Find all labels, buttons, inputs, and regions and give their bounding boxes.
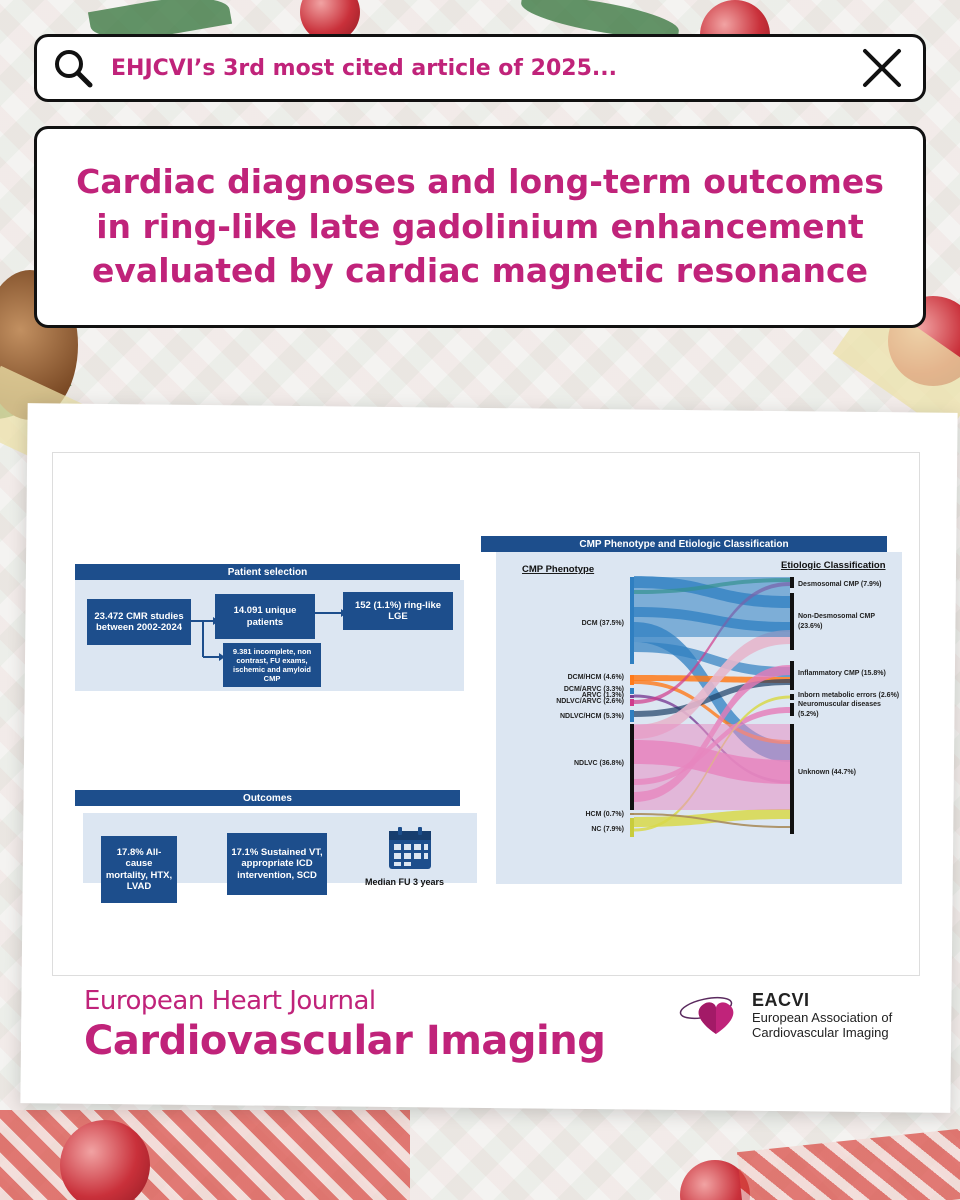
- sankey-right-node: [790, 593, 794, 650]
- sankey-left-label: NC (7.9%): [591, 826, 624, 833]
- sankey-right-label: Inborn metabolic errors (2.6%): [798, 692, 899, 699]
- eacvi-heart-logo-icon: [679, 996, 734, 1034]
- graphical-abstract: Patient selection 23.472 CMR studies bet…: [52, 452, 920, 976]
- sankey-left-label: ARVC (1.3%): [582, 692, 624, 699]
- sankey-left-label: DCM (37.5%): [582, 620, 624, 627]
- sankey-right-node: [790, 577, 794, 588]
- excluded-box: 9.381 incomplete, non contrast, FU exams…: [223, 643, 321, 687]
- sankey-flow: [634, 577, 790, 637]
- headline-box: Cardiac diagnoses and long-term outcomes…: [34, 126, 926, 328]
- journal-wordmark: European Heart Journal Cardiovascular Im…: [84, 986, 606, 1064]
- sankey-left-label: DCM/ARVC (3.3%): [564, 686, 624, 693]
- sankey-left-node: [630, 813, 634, 815]
- sankey-header: CMP Phenotype and Etiologic Classificati…: [481, 536, 887, 552]
- sankey-flow: [634, 582, 790, 704]
- sankey-flow: [634, 622, 790, 762]
- flow-arrows: [191, 609, 347, 661]
- article-title: Cardiac diagnoses and long-term outcomes…: [76, 160, 884, 295]
- sankey-flow: [634, 724, 790, 810]
- calendar-icon: [389, 827, 431, 869]
- sankey-left-label: NDLVC/ARVC (2.6%): [556, 698, 624, 705]
- ring-like-lge-box: 152 (1.1%) ring-like LGE: [343, 592, 453, 630]
- sankey-flow: [634, 680, 790, 744]
- sankey-flow: [634, 679, 790, 717]
- ornament-icon: [60, 1120, 150, 1200]
- eacvi-name-line: Cardiovascular Imaging: [752, 1024, 889, 1040]
- eacvi-logo-block: EACVI European Association of Cardiovasc…: [676, 990, 892, 1041]
- article-title-line: in ring-like late gadolinium enhancement: [96, 206, 864, 246]
- sankey-right-label: (5.2%): [798, 711, 819, 718]
- close-icon[interactable]: [859, 45, 905, 91]
- sankey-flow: [634, 630, 790, 739]
- search-bar[interactable]: EHJCVI’s 3rd most cited article of 2025.…: [34, 34, 926, 102]
- mortality-outcome-box: 17.8% All-cause mortality, HTX, LVAD: [101, 836, 177, 903]
- unique-patients-box: 14.091 unique patients: [215, 594, 315, 639]
- eacvi-name-line: European Association of: [752, 1010, 893, 1025]
- sankey-flow: [634, 809, 790, 827]
- sankey-right-label: (23.6%): [798, 623, 823, 630]
- sankey-left-label: NDLVC/HCM (5.3%): [560, 713, 624, 720]
- sankey-right-label: Unknown (44.7%): [798, 769, 856, 776]
- sankey-right-node: [790, 703, 794, 716]
- sankey-right-label: Non-Desmosomal CMP: [798, 613, 875, 620]
- cmr-studies-box: 23.472 CMR studies between 2002-2024: [87, 599, 191, 645]
- sankey-left-node: [630, 818, 634, 837]
- article-title-line: Cardiac diagnoses and long-term outcomes: [76, 161, 884, 201]
- sankey-right-node: [790, 694, 794, 700]
- sankey-right-label: Inflammatory CMP (15.8%): [798, 670, 886, 677]
- median-fu-label: Median FU 3 years: [365, 877, 445, 887]
- sankey-left-node: [630, 710, 634, 722]
- search-query[interactable]: EHJCVI’s 3rd most cited article of 2025.…: [111, 55, 617, 81]
- sankey-left-node: [630, 695, 634, 698]
- patient-selection-header: Patient selection: [75, 564, 460, 580]
- sankey-right-title: Etiologic Classification: [781, 560, 886, 571]
- vt-outcome-box: 17.1% Sustained VT, appropriate ICD inte…: [227, 833, 327, 895]
- sankey-right-label: Neuromuscular diseases: [798, 701, 881, 708]
- sankey-left-node: [630, 699, 634, 706]
- sankey-left-label: HCM (0.7%): [585, 811, 624, 818]
- sankey-right-node: [790, 661, 794, 690]
- article-title-line: evaluated by cardiac magnetic resonance: [92, 251, 868, 291]
- sankey-left-label: DCM/HCM (4.6%): [568, 674, 624, 681]
- sankey-left-node: [630, 688, 634, 694]
- sankey-right-label: Desmosomal CMP (7.9%): [798, 581, 882, 588]
- journal-section: Cardiovascular Imaging: [84, 1018, 606, 1064]
- search-icon[interactable]: [49, 44, 97, 92]
- sankey-flow: [634, 813, 790, 828]
- sankey-left-node: [630, 724, 634, 810]
- sankey-right-node: [790, 724, 794, 834]
- eacvi-abbr: EACVI: [752, 990, 810, 1010]
- outcomes-header: Outcomes: [75, 790, 460, 806]
- sankey-flow: [634, 642, 790, 677]
- journal-name: European Heart Journal: [84, 986, 376, 1016]
- sankey-left-title: CMP Phenotype: [522, 564, 594, 575]
- sankey-left-label: NDLVC (36.8%): [574, 760, 624, 767]
- sankey-left-node: [630, 577, 634, 664]
- sankey-diagram: CMP Phenotype Etiologic ClassificationDCM…: [522, 560, 899, 837]
- sankey-left-node: [630, 675, 634, 685]
